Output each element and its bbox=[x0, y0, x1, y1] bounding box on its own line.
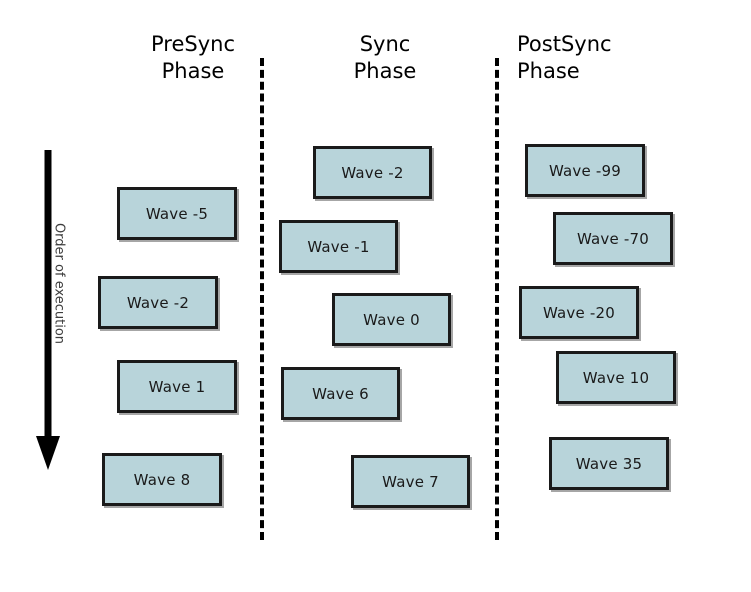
order-of-execution-arrow-group: Order of execution bbox=[28, 148, 68, 473]
wave-box[interactable]: Wave -2 bbox=[313, 146, 432, 199]
wave-box[interactable]: Wave 10 bbox=[556, 351, 676, 404]
wave-box[interactable]: Wave -1 bbox=[279, 220, 398, 273]
wave-box[interactable]: Wave 1 bbox=[117, 360, 237, 413]
wave-box[interactable]: Wave -5 bbox=[117, 187, 237, 240]
wave-box[interactable]: Wave -99 bbox=[525, 144, 645, 197]
wave-box[interactable]: Wave 8 bbox=[102, 453, 222, 506]
wave-box[interactable]: Wave 7 bbox=[351, 455, 470, 508]
wave-box[interactable]: Wave -2 bbox=[98, 276, 218, 329]
wave-box[interactable]: Wave -70 bbox=[553, 212, 673, 265]
order-of-execution-label: Order of execution bbox=[51, 222, 67, 345]
phase-title-postsync: PostSync Phase bbox=[517, 32, 612, 83]
wave-box[interactable]: Wave 6 bbox=[281, 367, 400, 420]
wave-box[interactable]: Wave -20 bbox=[519, 286, 639, 339]
phase-divider-presync-sync bbox=[260, 58, 264, 540]
phase-title-sync: Sync Phase bbox=[353, 32, 417, 83]
wave-box[interactable]: Wave 0 bbox=[332, 293, 451, 346]
wave-box[interactable]: Wave 35 bbox=[549, 437, 669, 490]
phase-title-presync: PreSync Phase bbox=[151, 32, 235, 83]
phase-divider-sync-postsync bbox=[495, 58, 499, 540]
down-arrow-icon bbox=[36, 150, 60, 470]
